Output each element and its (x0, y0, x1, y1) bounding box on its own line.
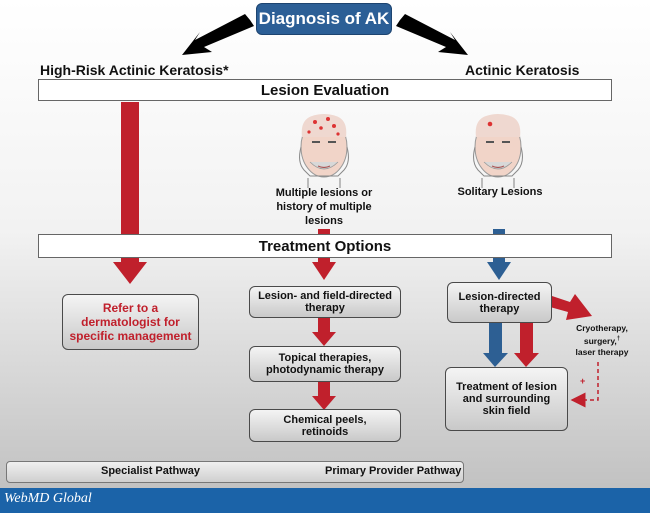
footer-bar (0, 488, 650, 513)
red-arrow-to-cryo (550, 294, 592, 320)
lesion-evaluation-bar: Lesion Evaluation (38, 79, 612, 101)
solitary-lesions-caption: Solitary Lesions (457, 186, 543, 198)
legend-primary-label: Primary Provider Pathway (325, 465, 462, 477)
lesion-field-therapy-box: Lesion- and field-directed therapy (249, 286, 401, 318)
plus-sign: + (580, 376, 586, 386)
topical-therapies-box: Topical therapies, photodynamic therapy (249, 346, 401, 382)
cryotherapy-label: Cryotherapy, surgery,† laser therapy (575, 323, 629, 357)
chemical-peels-box: Chemical peels, retinoids (249, 409, 401, 442)
refer-dermatologist-box: Refer to a dermatologist for specific ma… (62, 294, 199, 350)
arrow-to-high-risk (182, 14, 254, 55)
arrow-to-actinic (396, 14, 468, 55)
red-arrow-middle-2 (312, 318, 336, 346)
actinic-heading: Actinic Keratosis (465, 62, 580, 78)
lesion-directed-therapy-box: Lesion-directed therapy (447, 282, 552, 323)
legend-specialist-label: Specialist Pathway (101, 465, 201, 477)
face-solitary-lesion-icon (473, 114, 523, 188)
multiple-lesions-caption: Multiple lesions or history of multiple … (275, 187, 373, 227)
treatment-options-bar: Treatment Options (38, 234, 612, 258)
red-arrow-right-lower (514, 323, 539, 367)
face-multiple-lesions-icon (299, 114, 349, 188)
red-arrow-middle-3 (312, 382, 336, 410)
legend-box (6, 461, 464, 483)
dashed-return-arrow (570, 362, 599, 408)
blue-arrow-right-lower (483, 323, 508, 367)
treatment-skin-field-box: Treatment of lesion and surrounding skin… (445, 367, 568, 431)
brand-logo: WebMD Global (4, 491, 92, 506)
high-risk-heading: High-Risk Actinic Keratosis* (40, 62, 229, 78)
red-arrow-left (113, 102, 147, 284)
page-title: Diagnosis of AK (256, 3, 392, 35)
